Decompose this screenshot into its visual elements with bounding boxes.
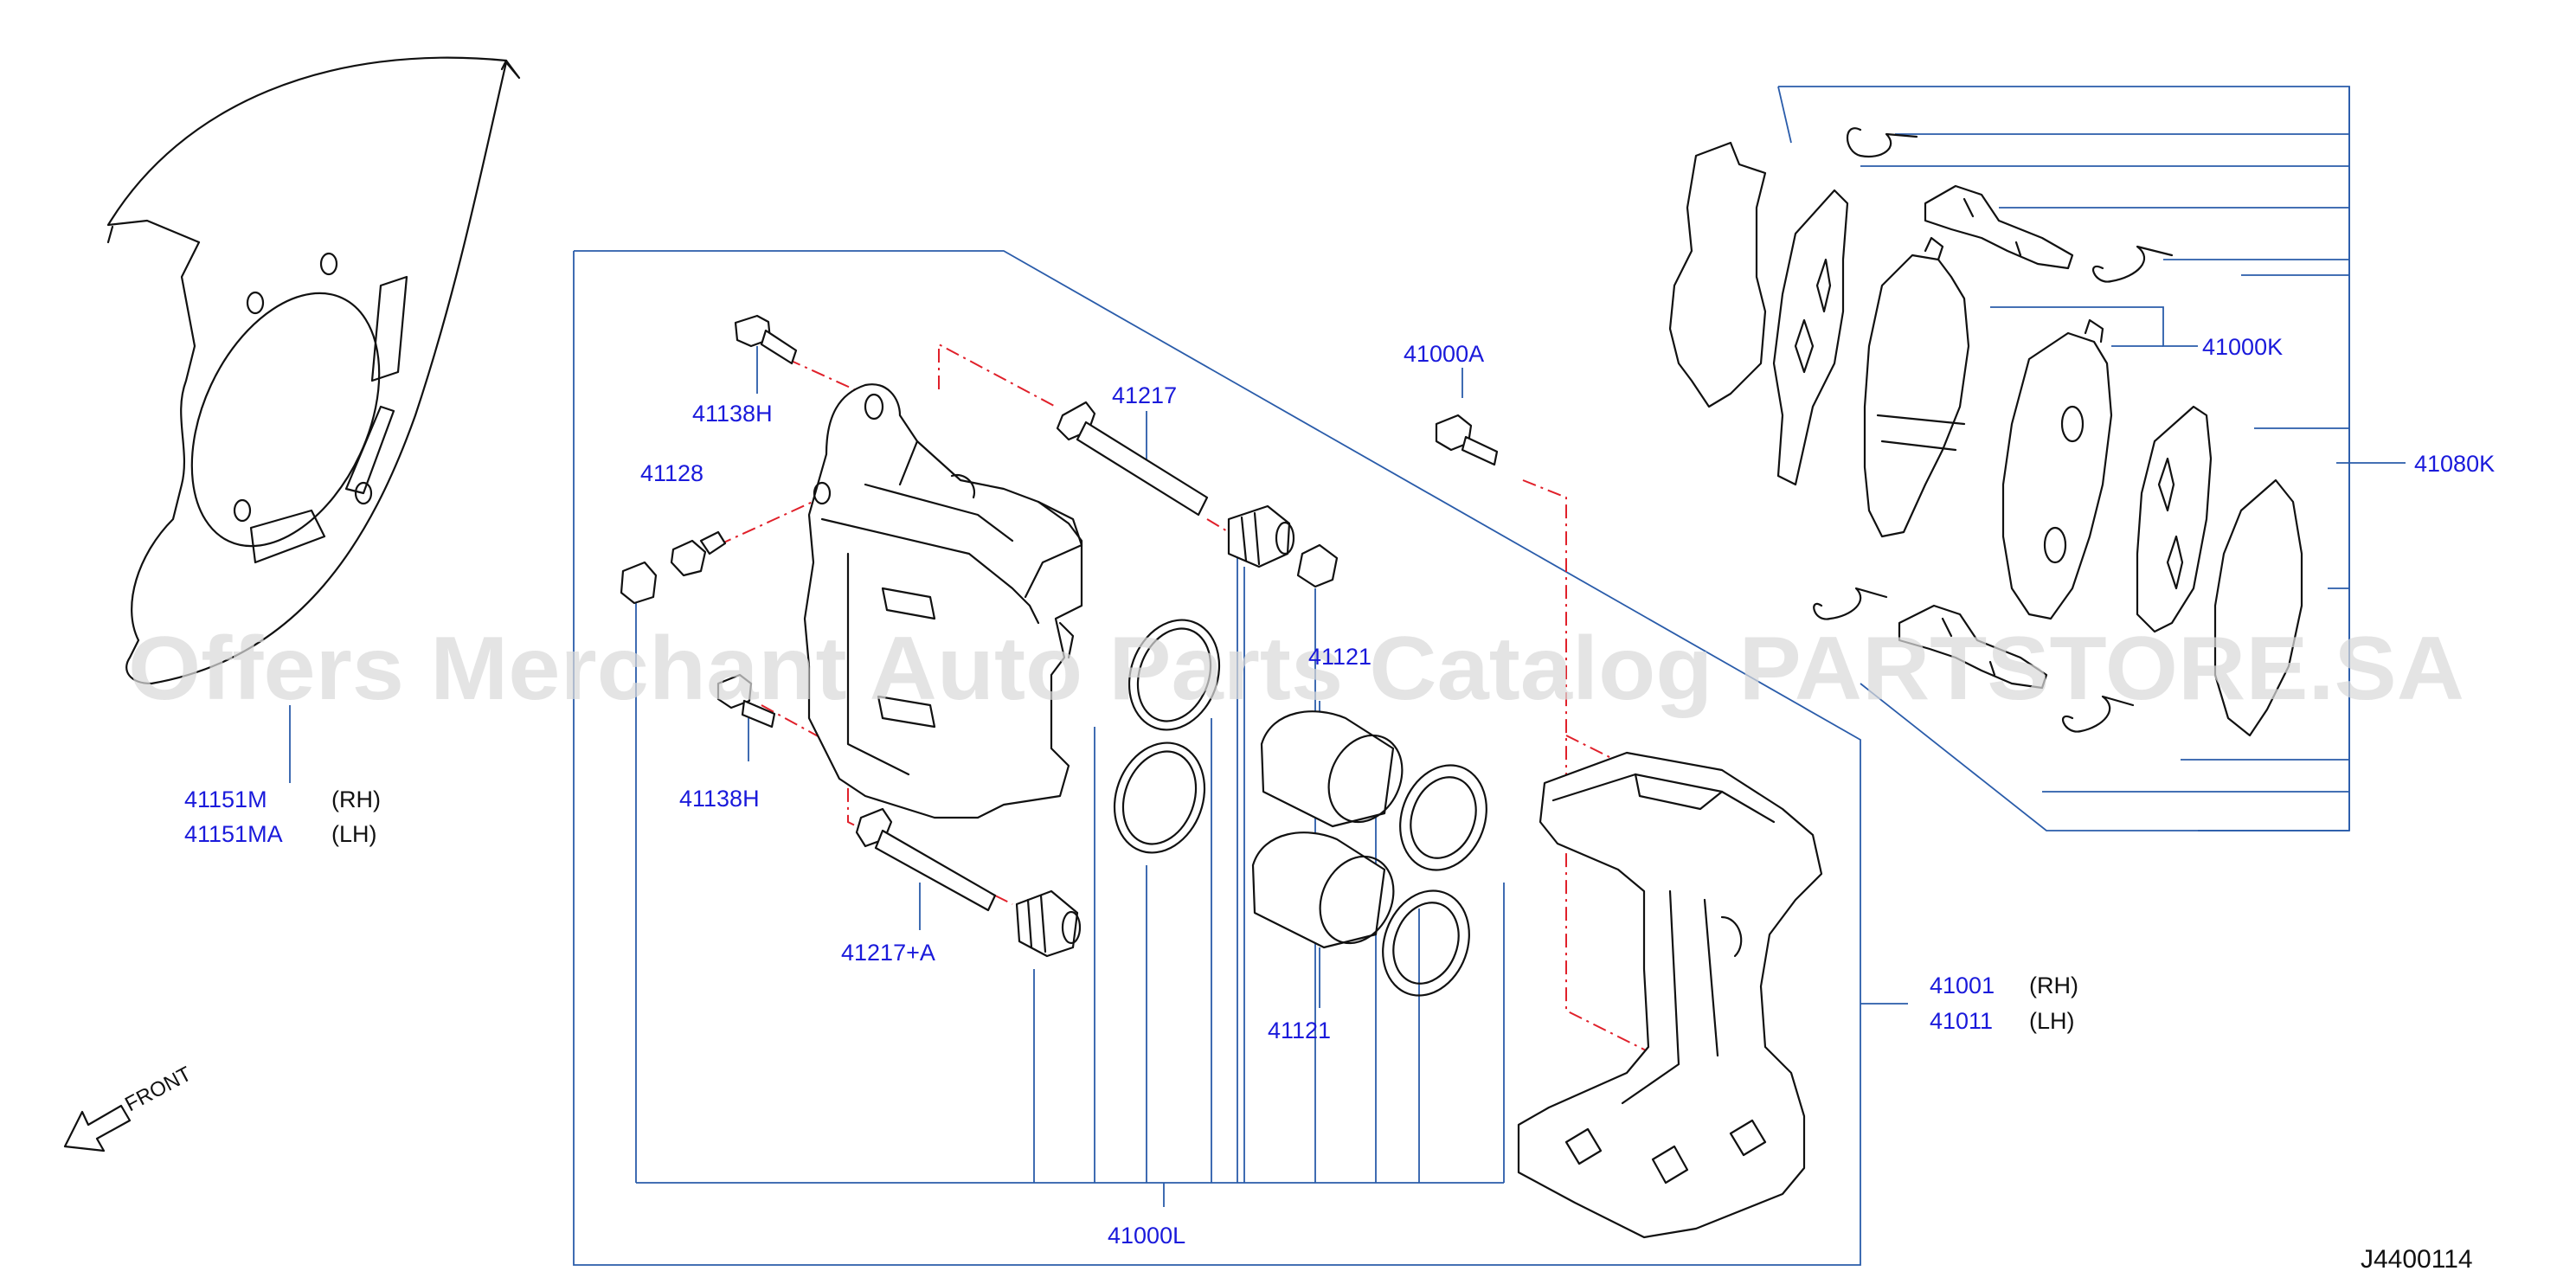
pad-set-leaders (1777, 86, 2406, 831)
label-41151M-side: (RH) (331, 786, 381, 812)
bolt-upper (734, 314, 798, 365)
piston-seal-upper (1127, 619, 1221, 731)
caliper-body (803, 383, 1083, 819)
dust-boot-upper (1399, 764, 1487, 871)
bleeder-screw (620, 530, 727, 605)
dust-shield (106, 56, 521, 685)
piston-lower (1251, 831, 1395, 949)
label-41151M[interactable]: 41151M (184, 786, 267, 812)
label-41001[interactable]: 41001 (1930, 973, 1995, 998)
inner-shim (2136, 405, 2213, 633)
pad-clip-upper (1924, 184, 2074, 270)
piston-seal-lower (1113, 742, 1206, 854)
outer-pad-shim (1772, 189, 1849, 486)
piston-upper (1260, 710, 1404, 828)
label-41000A[interactable]: 41000A (1404, 341, 1484, 367)
guide-pin-lower (855, 807, 997, 912)
retaining-spring-lower (1813, 587, 1888, 620)
label-41138H-upper[interactable]: 41138H (692, 401, 773, 427)
label-41217[interactable]: 41217 (1112, 382, 1177, 408)
label-41151MA-side: (LH) (331, 821, 377, 847)
label-41138H-lower[interactable]: 41138H (679, 786, 760, 812)
label-41000L[interactable]: 41000L (1108, 1223, 1185, 1249)
front-label: FRONT (121, 1062, 196, 1116)
label-41151MA[interactable]: 41151MA (184, 821, 283, 847)
retaining-spring-upper (1847, 127, 1918, 158)
label-41011[interactable]: 41011 (1930, 1008, 1993, 1034)
label-41217A[interactable]: 41217+A (841, 940, 935, 966)
guide-pin-upper (1056, 401, 1209, 517)
bolt-lower (716, 673, 776, 729)
label-41121-upper[interactable]: 41121 (1308, 644, 1372, 670)
dust-cap (1296, 543, 1339, 588)
wear-indicator-lower (2062, 695, 2135, 733)
wear-indicator-upper (2092, 245, 2174, 283)
label-41121-lower[interactable]: 41121 (1268, 1018, 1331, 1043)
reference-code: J4400114 (2361, 1245, 2473, 1274)
torque-member (1517, 751, 1823, 1239)
bolt-kit-bolt (1435, 414, 1499, 466)
shim-outer (1668, 141, 1767, 408)
front-arrow-icon (63, 1104, 132, 1152)
dust-boot-lower (1382, 889, 1470, 997)
label-41080K[interactable]: 41080K (2414, 451, 2495, 477)
pad-clip-lower (1898, 604, 2048, 690)
label-41128[interactable]: 41128 (640, 460, 703, 486)
boot-lower (1015, 889, 1082, 958)
shim-inner-cover (2213, 478, 2303, 737)
boot-upper (1227, 504, 1295, 568)
label-41001-side: (RH) (2029, 973, 2078, 998)
inner-pad (2001, 318, 2113, 620)
pad-kit-leaders (1990, 306, 2198, 347)
outer-pad (1863, 236, 1970, 538)
label-41011-side: (LH) (2029, 1008, 2075, 1034)
watermark: Offers Merchant Auto Parts Catalog PARTS… (128, 619, 2464, 719)
label-41000K[interactable]: 41000K (2202, 334, 2283, 360)
